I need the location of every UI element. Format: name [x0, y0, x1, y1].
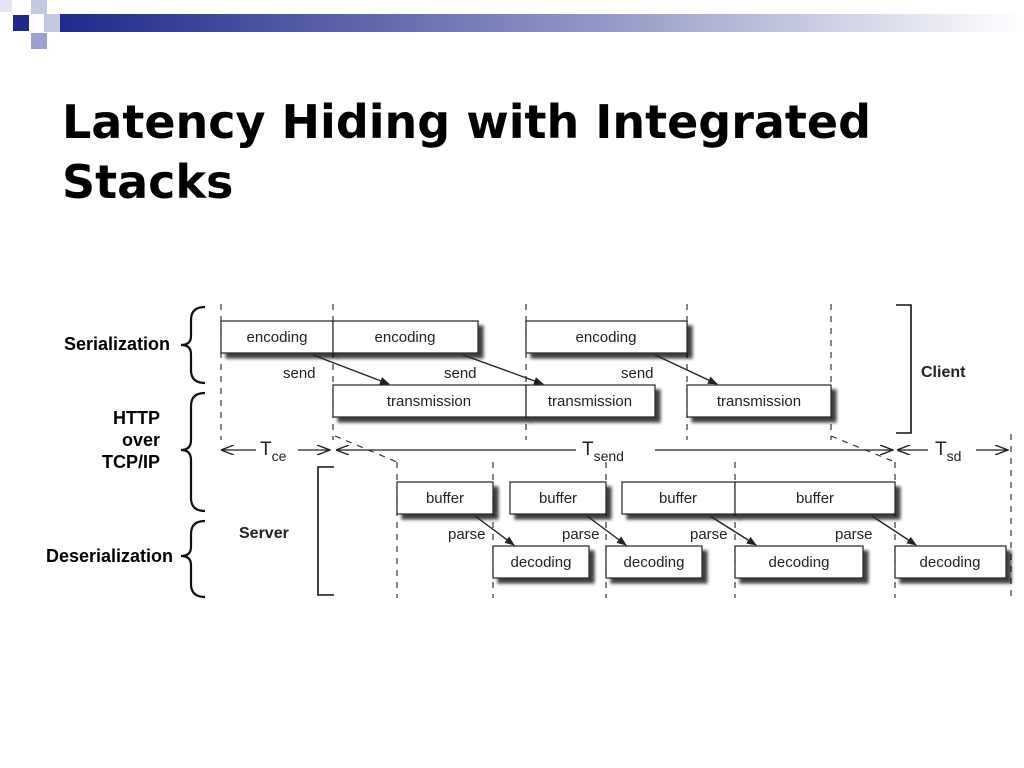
http-label-line-2: over [121, 430, 160, 450]
parse-arrow [474, 515, 515, 546]
server-label: Server [239, 525, 289, 542]
transmission-box: transmission [332, 384, 527, 418]
tsd-label: Tsd [935, 439, 961, 464]
tce-label: Tce [260, 439, 287, 464]
buffer-box: buffer [734, 481, 896, 515]
decoding-box-label: decoding [624, 554, 685, 571]
banner-square-light-3 [31, 33, 47, 49]
decoding-box: decoding [894, 545, 1007, 579]
send-label: send [621, 365, 654, 382]
http-label-line-1: HTTP [113, 408, 160, 428]
tsend-label-main: T [582, 439, 594, 460]
buffer-box-label: buffer [426, 490, 464, 507]
buffer-box-label: buffer [539, 490, 577, 507]
parse-arrow [709, 515, 757, 546]
slide-title-line-2: Stacks [62, 155, 234, 209]
transmission-box-label: transmission [387, 393, 471, 410]
parse-arrow [586, 515, 627, 546]
buffer-box-label: buffer [796, 490, 834, 507]
banner-square-navy [13, 15, 29, 31]
encoding-box: encoding [525, 320, 688, 354]
send-arrow [312, 354, 390, 385]
banner-square-light-2 [44, 14, 60, 32]
decoding-box-label: decoding [920, 554, 981, 571]
decoding-box: decoding [734, 545, 864, 579]
tsend-label: Tsend [582, 439, 624, 464]
http-brace [180, 391, 206, 513]
server-bracket [317, 466, 334, 596]
banner-square-light-4 [0, 0, 12, 12]
buffer-box: buffer [396, 481, 494, 515]
parse-label: parse [690, 526, 728, 543]
banner-square-light-1 [31, 0, 47, 14]
deserialization-label: Deserialization [45, 546, 173, 566]
transmission-box-label: transmission [717, 393, 801, 410]
slide-title: Latency Hiding with Integrated Stacks [62, 92, 982, 212]
buffer-box-label: buffer [659, 490, 697, 507]
banner-gradient-bar [60, 14, 1024, 32]
guide-diagonal [830, 435, 896, 463]
tce-label-sub: ce [272, 448, 287, 464]
parse-label: parse [562, 526, 600, 543]
client-bracket [896, 304, 912, 434]
tsd-label-main: T [935, 439, 947, 460]
client-label: Client [921, 364, 966, 381]
guide-diagonal [334, 435, 398, 463]
decoding-box-label: decoding [511, 554, 572, 571]
buffer-box: buffer [621, 481, 736, 515]
send-label: send [444, 365, 477, 382]
decoding-box-label: decoding [769, 554, 830, 571]
slide-title-line-1: Latency Hiding with Integrated [62, 95, 872, 149]
send-arrow [654, 354, 718, 385]
http-over-tcpip-label: HTTP over TCP/IP [40, 407, 160, 473]
parse-label: parse [835, 526, 873, 543]
http-label-line-3: TCP/IP [101, 452, 160, 472]
encoding-box-label: encoding [375, 329, 436, 346]
encoding-box-label: encoding [576, 329, 637, 346]
serialization-label: Serialization [63, 334, 170, 354]
decoding-box: decoding [492, 545, 590, 579]
tsd-label-sub: sd [947, 448, 962, 464]
parse-arrow [871, 515, 917, 546]
encoding-box-label: encoding [247, 329, 308, 346]
transmission-box: transmission [525, 384, 656, 418]
buffer-box: buffer [509, 481, 607, 515]
serialization-brace [180, 305, 206, 385]
parse-label: parse [448, 526, 486, 543]
tsend-label-sub: send [594, 448, 624, 464]
decoding-box: decoding [605, 545, 703, 579]
encoding-box: encoding [220, 320, 334, 354]
send-label: send [283, 365, 316, 382]
deserialization-brace [180, 519, 206, 599]
slide-banner [0, 0, 1024, 49]
tce-label-main: T [260, 439, 272, 460]
transmission-box-label: transmission [548, 393, 632, 410]
encoding-box: encoding [332, 320, 479, 354]
transmission-box: transmission [686, 384, 832, 418]
send-arrow [462, 354, 544, 385]
